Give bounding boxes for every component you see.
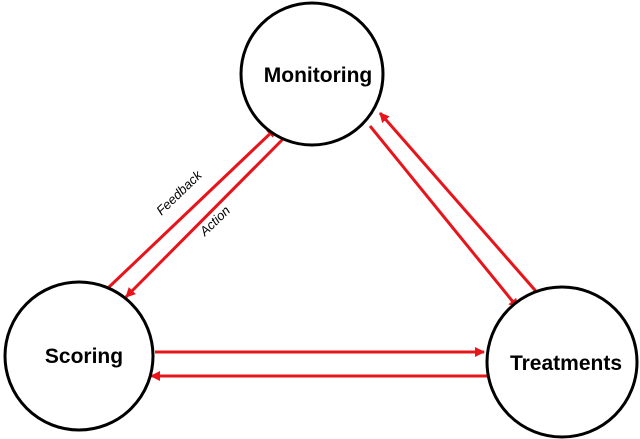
node-treatments: Treatments — [485, 285, 639, 439]
node-treatments-label: Treatments — [510, 352, 622, 375]
arrow-monitoring-to-scoring — [124, 135, 287, 299]
node-monitoring: Monitoring — [239, 1, 385, 147]
arrow-scoring-to-monitoring — [106, 126, 278, 290]
node-monitoring-label: Monitoring — [264, 64, 372, 87]
arrow-monitoring-to-treatments — [368, 125, 520, 309]
node-scoring-label: Scoring — [45, 345, 123, 368]
arrow-treatments-to-monitoring — [378, 112, 543, 298]
node-scoring: Scoring — [3, 280, 155, 432]
edge-label-feedback: Feedback — [153, 166, 206, 217]
